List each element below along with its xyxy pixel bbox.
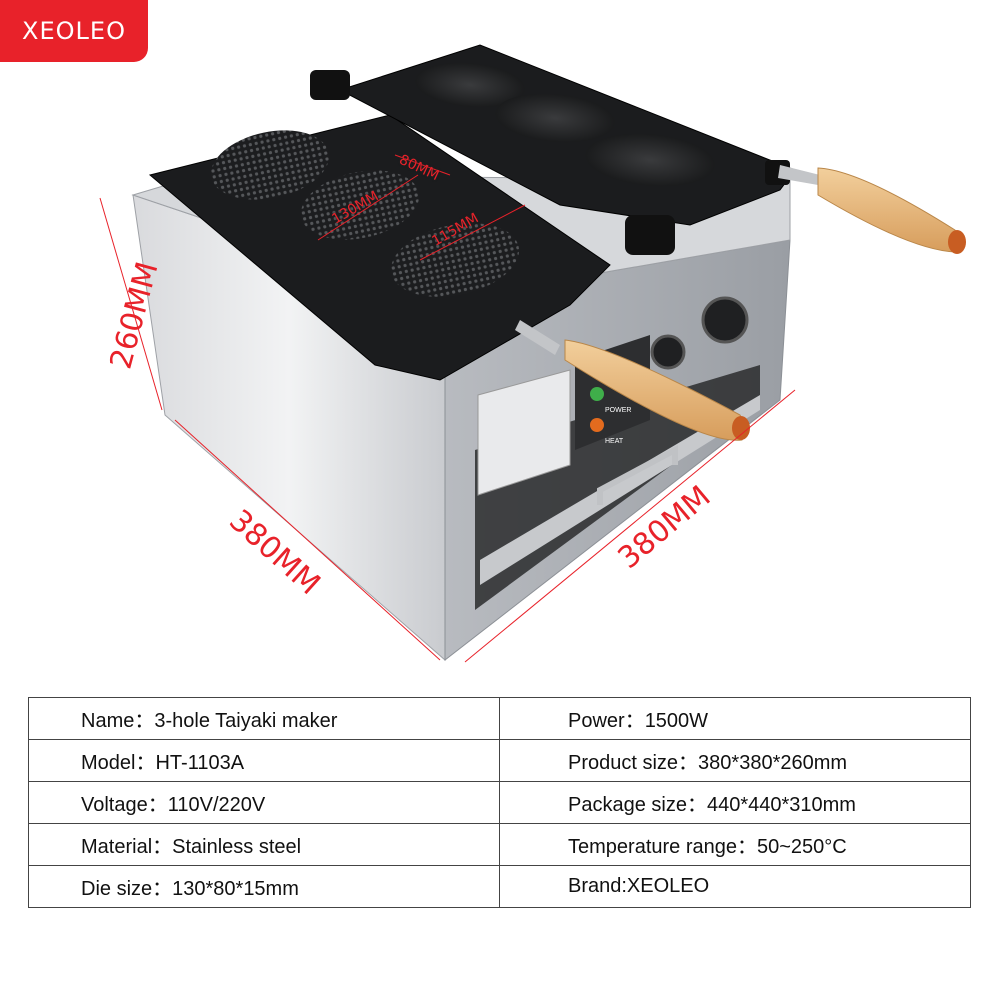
power-label: POWER: [605, 407, 631, 414]
specs-table: Name：3-hole Taiyaki maker Power：1500W Mo…: [28, 697, 971, 908]
power-light: [590, 387, 604, 401]
table-row: Model：HT-1103A Product size：380*380*260m…: [28, 739, 971, 782]
table-row: Name：3-hole Taiyaki maker Power：1500W: [28, 697, 971, 740]
spec-power: Power：1500W: [499, 697, 971, 740]
spec-model: Model：HT-1103A: [28, 739, 500, 782]
handle-left: [515, 320, 750, 441]
spec-temperature-range: Temperature range：50~250°C: [499, 823, 971, 866]
table-row: Material：Stainless steel Temperature ran…: [28, 823, 971, 866]
spec-brand: Brand:XEOLEO: [499, 865, 971, 908]
control-panel: [477, 369, 571, 496]
table-row: Voltage：110V/220V Package size：440*440*3…: [28, 781, 971, 824]
spec-product-size: Product size：380*380*260mm: [499, 739, 971, 782]
drawer-handle: [597, 445, 678, 505]
heat-label: HEAT: [605, 438, 624, 445]
spec-package-size: Package size：440*440*310mm: [499, 781, 971, 824]
thermostat-knob-2: [650, 334, 686, 370]
handle-right: [778, 165, 966, 254]
product-image: POWER HEAT: [99, 44, 966, 663]
spec-die-size: Die size：130*80*15mm: [28, 865, 500, 908]
thermostat-knob-1: [701, 296, 749, 344]
spec-name: Name：3-hole Taiyaki maker: [28, 697, 500, 740]
table-row: Die size：130*80*15mm Brand:XEOLEO: [28, 865, 971, 908]
spec-material: Material：Stainless steel: [28, 823, 500, 866]
brand-logo-text: XEOLEO: [22, 17, 126, 45]
spec-voltage: Voltage：110V/220V: [28, 781, 500, 824]
heat-light: [590, 418, 604, 432]
brand-logo: XEOLEO: [0, 0, 148, 62]
